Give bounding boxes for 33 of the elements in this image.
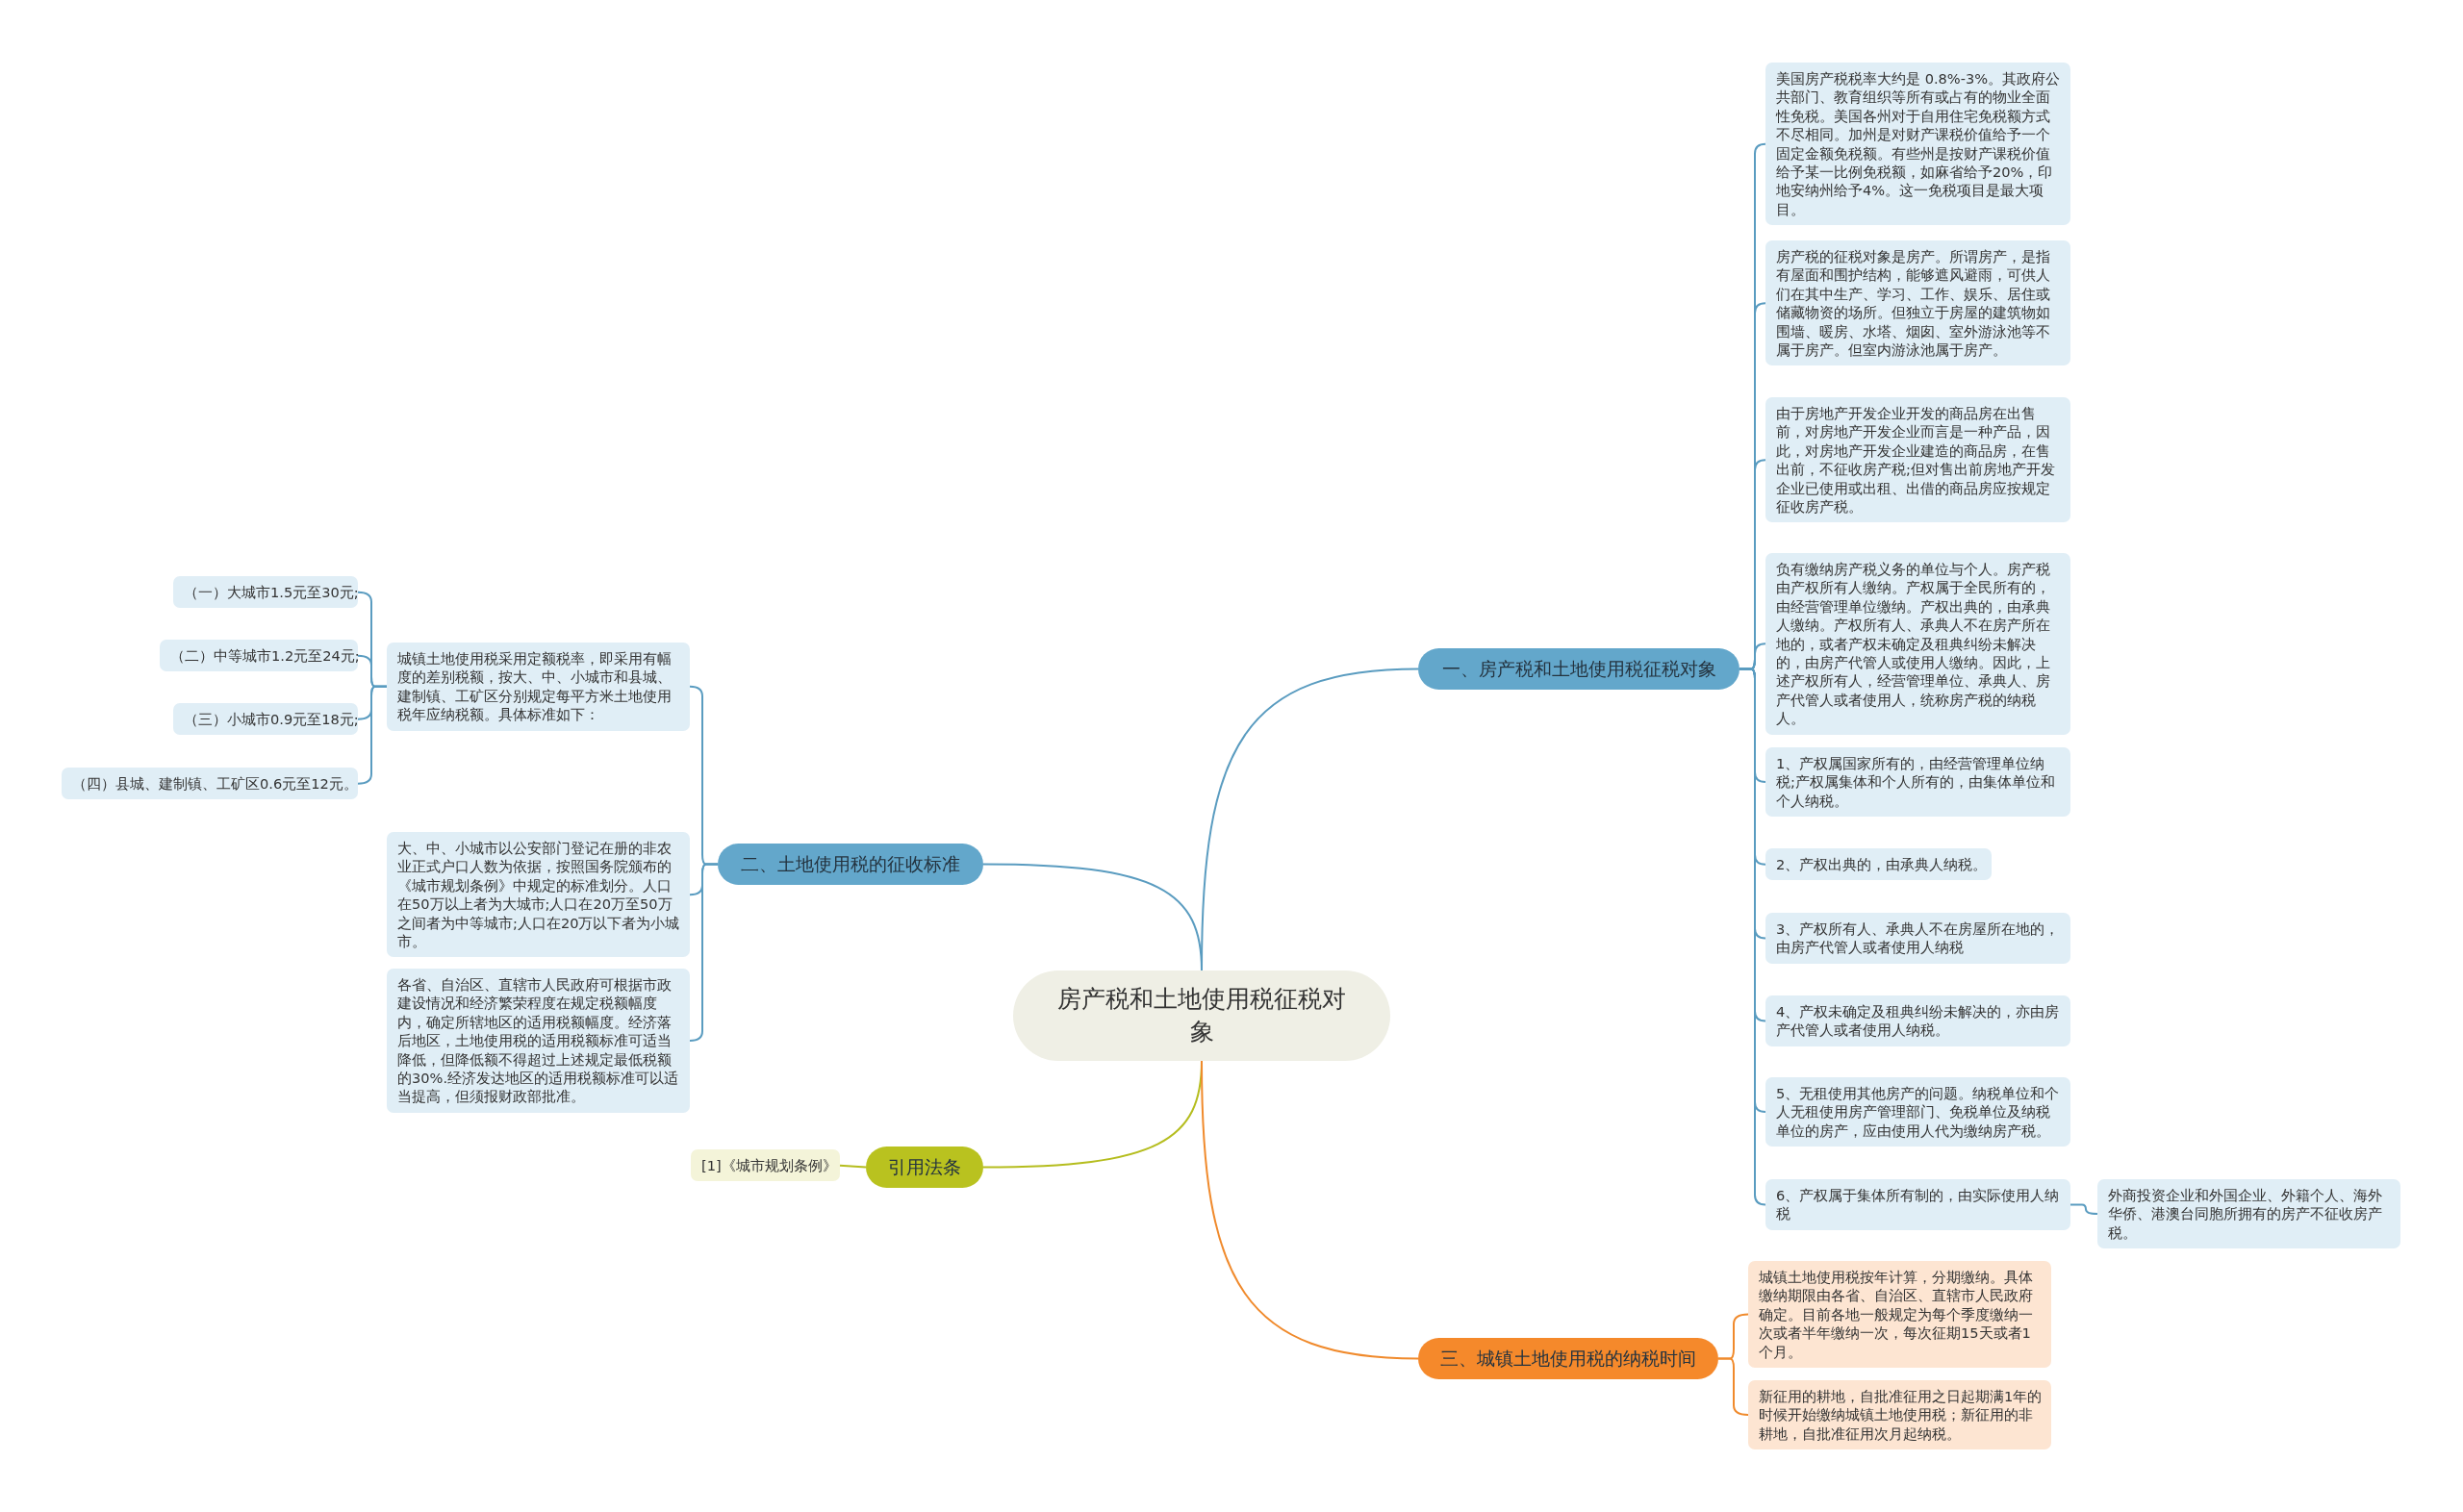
topic-box: 城镇土地使用税采用定额税率，即采用有幅度的差别税额，按大、中、小城市和县城、建制镇、工矿区分别规定每平方米土地使用税年应纳税额。具体标准如下： [387, 643, 690, 731]
topic-box: （三）小城市0.9元至18元; [173, 703, 358, 736]
topic-box: 外商投资企业和外国企业、外籍个人、海外华侨、港澳台同胞所拥有的房产不征收房产税。 [2097, 1179, 2400, 1249]
connector-line [2069, 1203, 2098, 1216]
topic-box: 城镇土地使用税按年计算，分期缴纳。具体缴纳期限由各省、自治区、直辖市人民政府确定。目前各地一般规定为每个季度缴纳一次或者半年缴纳一次，每次征期15天或者1个月。 [1748, 1261, 2051, 1369]
central-topic: 房产税和土地使用税征税对象 [1013, 970, 1390, 1061]
topic-box: 6、产权属于集体所有制的，由实际使用人纳税 [1765, 1179, 2070, 1230]
topic-box: 大、中、小城市以公安部门登记在册的非农业正式户口人数为依据，按照国务院颁布的《城市规划条例》中规定的标准划分。人口在50万以上者为大城市;人口在20万至50万之间者为中等城市;人口在20万以下者为小城市。 [387, 832, 690, 958]
topic-box: 美国房产税税率大约是 0.8%-3%。其政府公共部门、教育组织等所有或占有的物业全面性免税。美国各州对于自用住宅免税额方式不尽相同。加州是对财产课税价值给予一个固定金额免税额。有些州是按财产课税价值给予某一比例免税额，如麻省给予20%，印地安纳州给予4%。这一免税项目是最大项目。 [1765, 63, 2070, 226]
topic-box: （二）中等城市1.2元至24元; [160, 640, 358, 672]
topic-box: [1]《城市规划条例》 [691, 1149, 840, 1182]
branch-topic: 引用法条 [866, 1147, 983, 1188]
topic-box: 各省、自治区、直辖市人民政府可根据市政建设情况和经济繁荣程度在规定税额幅度内，确定所辖地区的适用税额幅度。经济落后地区，土地使用税的适用税额标准可适当降低，但降低额不得超过上述规定最低税额的30%.经济发达地区的适用税额标准可以适当提高，但须报财政部批准。 [387, 969, 690, 1113]
connector-line [357, 685, 388, 785]
topic-box: （一）大城市1.5元至30元; [173, 576, 358, 609]
topic-box: 由于房地产开发企业开发的商品房在出售前，对房地产开发企业而言是一种产品，因此，对房地产开发企业建造的商品房，在售出前，不征收房产税;但对售出前房地产开发企业已使用或出租、出借的商品房应按规定征收房产税。 [1765, 397, 2070, 523]
connector-line [1717, 1357, 1749, 1417]
topic-box: 房产税的征税对象是房产。所谓房产，是指有屋面和围护结构，能够遮风避雨，可供人们在其中生产、学习、工作、娱乐、居住或储藏物资的场所。但独立于房屋的建筑物如围墙、暖房、水塔、烟囱、室外游泳池等不属于房产。但室内游泳池属于房产。 [1765, 240, 2070, 366]
topic-box: 负有缴纳房产税义务的单位与个人。房产税由产权所有人缴纳。产权属于全民所有的，由经营管理单位缴纳。产权出典的，由承典人缴纳。产权所有人、承典人不在房产所在地的，或者产权未确定及租典纠纷未解决的，由房产代管人或使用人缴纳。因此，上述产权所有人，经营管理单位、承典人、房产代管人或者使用人，统称房产税的纳税人。 [1765, 553, 2070, 735]
topic-box: 3、产权所有人、承典人不在房屋所在地的，由房产代管人或者使用人纳税 [1765, 913, 2070, 964]
topic-box: 4、产权未确定及租典纠纷未解决的，亦由房产代管人或者使用人纳税。 [1765, 995, 2070, 1046]
topic-box: （四）县城、建制镇、工矿区0.6元至12元。 [62, 768, 358, 800]
branch-topic: 二、土地使用税的征收标准 [718, 844, 983, 885]
connector-line [839, 1164, 867, 1169]
topic-box: 1、产权属国家所有的，由经营管理单位纳税;产权属集体和个人所有的，由集体单位和个人纳税。 [1765, 747, 2070, 818]
branch-topic: 一、房产税和土地使用税征税对象 [1418, 648, 1739, 690]
connector-line [1201, 1060, 1419, 1360]
topic-box: 新征用的耕地，自批准征用之日起期满1年的时候开始缴纳城镇土地使用税；新征用的非耕地，自批准征用次月起纳税。 [1748, 1380, 2051, 1450]
topic-box: 2、产权出典的，由承典人纳税。 [1765, 848, 1992, 881]
connector-line [689, 863, 719, 1042]
branch-topic: 三、城镇土地使用税的纳税时间 [1418, 1338, 1718, 1379]
topic-box: 5、无租使用其他房产的问题。纳税单位和个人无租使用房产管理部门、免税单位及纳税单位的房产，应由使用人代为缴纳房产税。 [1765, 1077, 2070, 1147]
connector-line [982, 863, 1203, 971]
